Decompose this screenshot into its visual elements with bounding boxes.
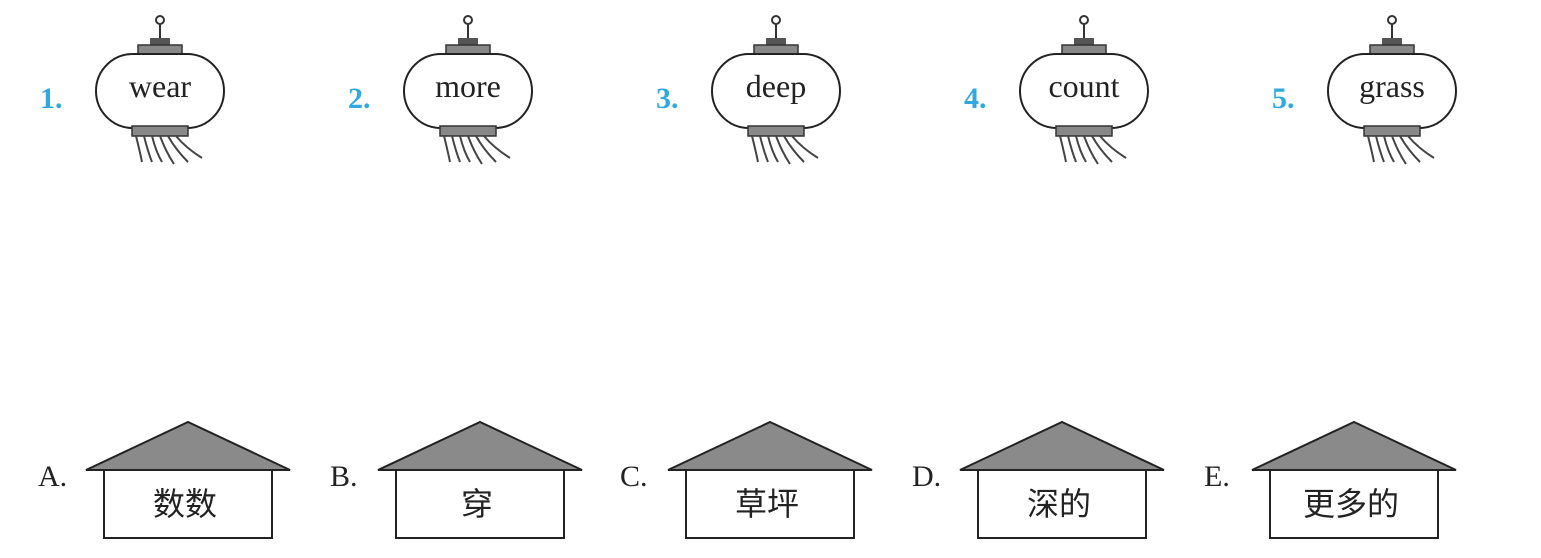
house-letter: E.	[1204, 460, 1230, 493]
house-text: 草坪	[734, 485, 799, 523]
house-icon	[959, 420, 1165, 539]
house-item-d: D. 深的	[912, 418, 1182, 548]
lantern-item-1: 1. wear	[40, 12, 280, 182]
house-text: 穿	[460, 485, 493, 523]
lantern-icon	[403, 15, 533, 165]
lantern-number: 1.	[40, 82, 63, 115]
house-icon	[85, 420, 291, 539]
house-item-c: C. 草坪	[620, 418, 890, 548]
house-icon	[1251, 420, 1457, 539]
lantern-word: grass	[1359, 68, 1425, 104]
lantern-number: 4.	[964, 82, 987, 115]
house-letter: C.	[620, 460, 648, 493]
house-text: 深的	[1026, 485, 1091, 523]
house-letter: B.	[330, 460, 358, 493]
lantern-item-5: 5. grass	[1272, 12, 1512, 182]
lantern-icon	[1327, 15, 1457, 165]
lantern-icon	[1019, 15, 1149, 165]
lantern-word: count	[1048, 68, 1120, 104]
house-letter: A.	[38, 460, 68, 493]
lantern-word: wear	[128, 68, 192, 104]
lantern-word: deep	[745, 68, 807, 104]
lantern-number: 2.	[348, 82, 371, 115]
house-item-e: E. 更多的	[1204, 418, 1474, 548]
lantern-item-4: 4. count	[964, 12, 1204, 182]
lantern-number: 3.	[656, 82, 679, 115]
house-text: 数数	[152, 485, 217, 523]
lantern-number: 5.	[1272, 82, 1295, 115]
lantern-icon	[95, 15, 225, 165]
lantern-icon	[711, 15, 841, 165]
lantern-item-3: 3. deep	[656, 12, 896, 182]
house-icon	[377, 420, 583, 539]
house-letter: D.	[912, 460, 942, 493]
house-icon	[667, 420, 873, 539]
lantern-word: more	[435, 68, 501, 104]
lantern-item-2: 2. more	[348, 12, 588, 182]
house-item-a: A. 数数	[38, 418, 308, 548]
house-item-b: B. 穿	[330, 418, 600, 548]
house-text: 更多的	[1302, 485, 1399, 523]
